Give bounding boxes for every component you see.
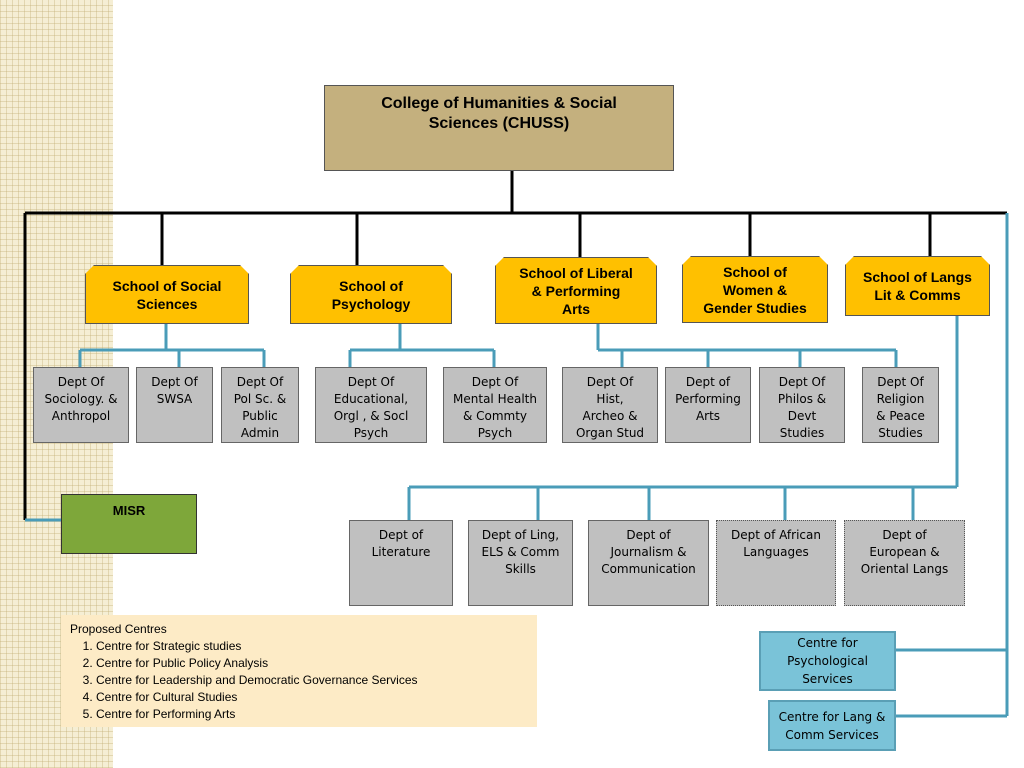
dept-religion-peace-studies: Dept Of Religion & Peace Studies	[862, 367, 939, 443]
misr-box: MISR	[61, 494, 197, 554]
dept-swsa: Dept Of SWSA	[136, 367, 213, 443]
proposed-centre-item: Centre for Public Policy Analysis	[96, 655, 528, 672]
dept-mental-health-commty-psych: Dept Of Mental Health & Commty Psych	[443, 367, 547, 443]
dept-african-languages: Dept of African Languages	[716, 520, 836, 606]
dept-ling-els-comm-skills: Dept of Ling, ELS & Comm Skills	[468, 520, 573, 606]
root-node-chuss: College of Humanities & Social Sciences …	[324, 85, 674, 171]
proposed-centres-panel: Proposed Centres Centre for Strategic st…	[61, 615, 537, 727]
dept-pol-sc-public-admin: Dept Of Pol Sc. & Public Admin	[221, 367, 299, 443]
school-psychology: School of Psychology	[290, 265, 452, 324]
proposed-centre-item: Centre for Performing Arts	[96, 706, 528, 723]
proposed-centre-item: Centre for Strategic studies	[96, 638, 528, 655]
dept-hist-archeo-organ-stud: Dept Of Hist, Archeo & Organ Stud	[562, 367, 658, 443]
dept-performing-arts: Dept of Performing Arts	[665, 367, 751, 443]
dept-philos-devt-studies: Dept Of Philos & Devt Studies	[759, 367, 845, 443]
proposed-centres-title: Proposed Centres	[70, 622, 167, 636]
dept-educational-orgl-socl-psych: Dept Of Educational, Orgl , & Socl Psych	[315, 367, 427, 443]
proposed-centre-item: Centre for Leadership and Democratic Gov…	[96, 672, 528, 689]
proposed-centre-item: Centre for Cultural Studies	[96, 689, 528, 706]
school-social-sciences: School of Social Sciences	[85, 265, 249, 324]
dept-european-oriental-langs: Dept of European & Oriental Langs	[844, 520, 965, 606]
centre-lang-comm-services: Centre for Lang & Comm Services	[768, 700, 896, 751]
centre-psychological-services: Centre for Psychological Services	[759, 631, 896, 691]
school-liberal-performing-arts: School of Liberal & Performing Arts	[495, 257, 657, 324]
dept-sociology-anthropology: Dept Of Sociology. & Anthropol	[33, 367, 129, 443]
proposed-centres-list: Centre for Strategic studies Centre for …	[70, 638, 528, 723]
dept-journalism-communication: Dept of Journalism & Communication	[588, 520, 709, 606]
school-women-gender-studies: School of Women & Gender Studies	[682, 256, 828, 323]
dept-literature: Dept of Literature	[349, 520, 453, 606]
school-langs-lit-comms: School of Langs Lit & Comms	[845, 256, 990, 316]
